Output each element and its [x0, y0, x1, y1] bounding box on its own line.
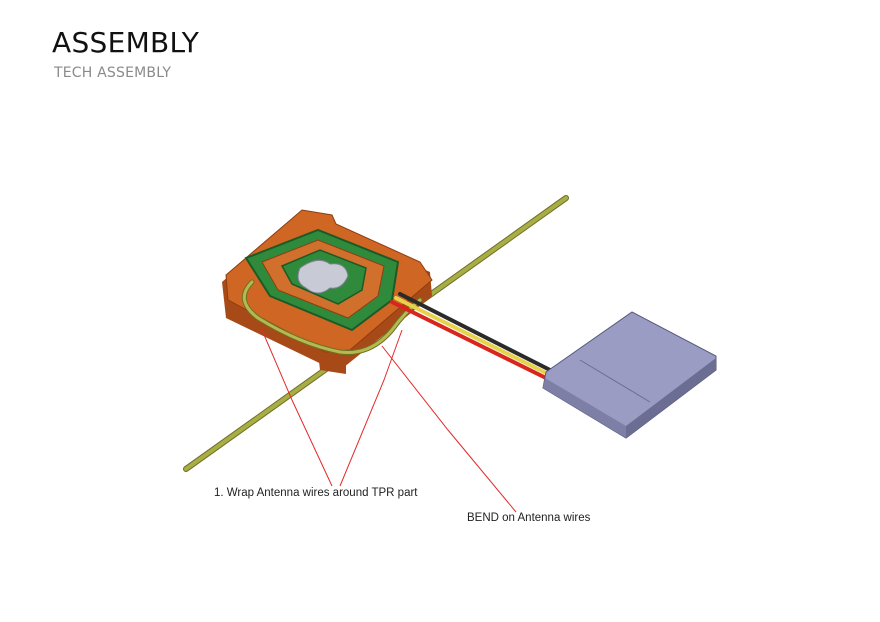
- callout-leader-lines: [261, 329, 517, 513]
- callout-bend-antenna: BEND on Antenna wires: [467, 512, 591, 524]
- callout-wrap-antenna: 1. Wrap Antenna wires around TPR part: [214, 487, 418, 499]
- page-title: ASSEMBLY: [52, 26, 200, 59]
- tpr-part: [222, 209, 433, 374]
- electronic-module: [542, 311, 717, 439]
- antenna-wire-wrap: [241, 279, 423, 356]
- page-subtitle: TECH ASSEMBLY: [54, 65, 172, 81]
- cable-bundle: [390, 292, 556, 382]
